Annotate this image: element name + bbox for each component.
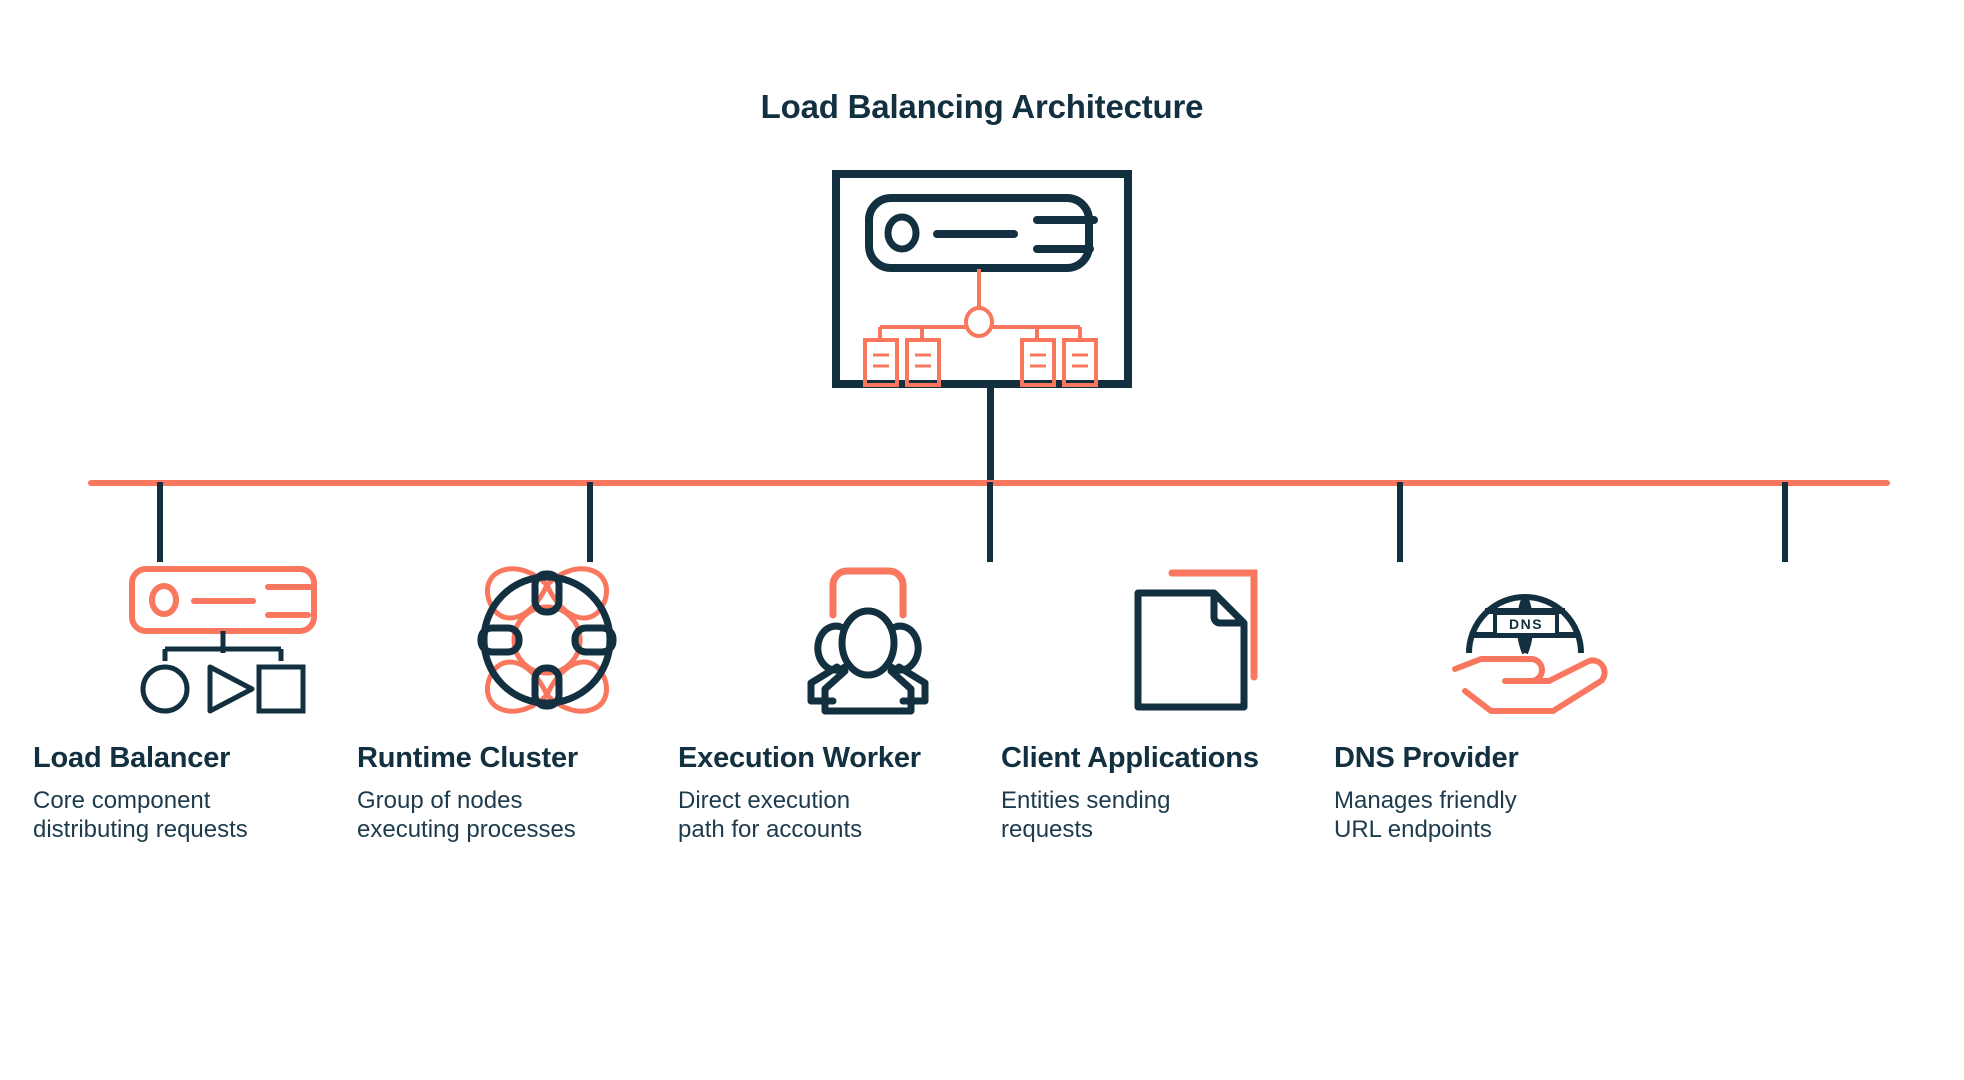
lifebuoy-cluster-icon — [357, 565, 687, 720]
item-title: Runtime Cluster — [357, 742, 578, 774]
connector-stem-top — [987, 388, 994, 483]
hero-load-balancer-diagram-icon — [832, 170, 1132, 388]
item-description: Entities sending requests — [1001, 787, 1331, 845]
item-description-line1: Direct execution — [678, 787, 851, 814]
item-description-line2: URL endpoints — [1334, 815, 1492, 843]
item-description-line2: requests — [1001, 815, 1094, 843]
connector-stem-load-balancer — [157, 482, 163, 562]
item-description-line1: Manages friendly — [1334, 787, 1517, 814]
user-group-icon — [678, 565, 1008, 720]
connector-stem-dns-provider — [1782, 482, 1788, 562]
dns-label: DNS — [1509, 616, 1543, 632]
item-title: Client Applications — [1001, 742, 1259, 774]
item-execution-worker[interactable]: Execution Worker Direct execution path f… — [678, 565, 1008, 845]
item-description-line2: distributing requests — [33, 815, 248, 843]
item-description-line2: executing processes — [357, 815, 576, 843]
item-description-line1: Core component — [33, 787, 211, 814]
item-title: Execution Worker — [678, 742, 921, 774]
item-title: Load Balancer — [33, 742, 231, 774]
connector-stem-runtime-cluster — [587, 482, 593, 562]
load-balancer-icon — [33, 565, 363, 720]
item-load-balancer[interactable]: Load Balancer Core component distributin… — [33, 565, 363, 845]
item-description: Core component distributing requests — [33, 787, 363, 845]
item-runtime-cluster[interactable]: Runtime Cluster Group of nodes executing… — [357, 565, 687, 845]
document-page-icon — [1001, 565, 1331, 720]
connector-stem-execution-worker — [987, 482, 993, 562]
item-description: Direct execution path for accounts — [678, 787, 1008, 845]
item-description-line2: path for accounts — [678, 815, 863, 843]
item-description-line1: Entities sending — [1001, 787, 1171, 814]
page-title: Load Balancing Architecture — [760, 88, 1204, 125]
item-dns-provider[interactable]: DNS DNS Provider Manages friendly URL en… — [1334, 565, 1664, 845]
connector-stem-client-apps — [1397, 482, 1403, 562]
item-title: DNS Provider — [1334, 742, 1519, 774]
item-description: Group of nodes executing processes — [357, 787, 687, 845]
item-description-line1: Group of nodes — [357, 787, 523, 814]
item-description: Manages friendly URL endpoints — [1334, 787, 1664, 845]
item-client-applications[interactable]: Client Applications Entities sending req… — [1001, 565, 1331, 845]
dns-globe-hand-icon: DNS — [1334, 565, 1664, 720]
